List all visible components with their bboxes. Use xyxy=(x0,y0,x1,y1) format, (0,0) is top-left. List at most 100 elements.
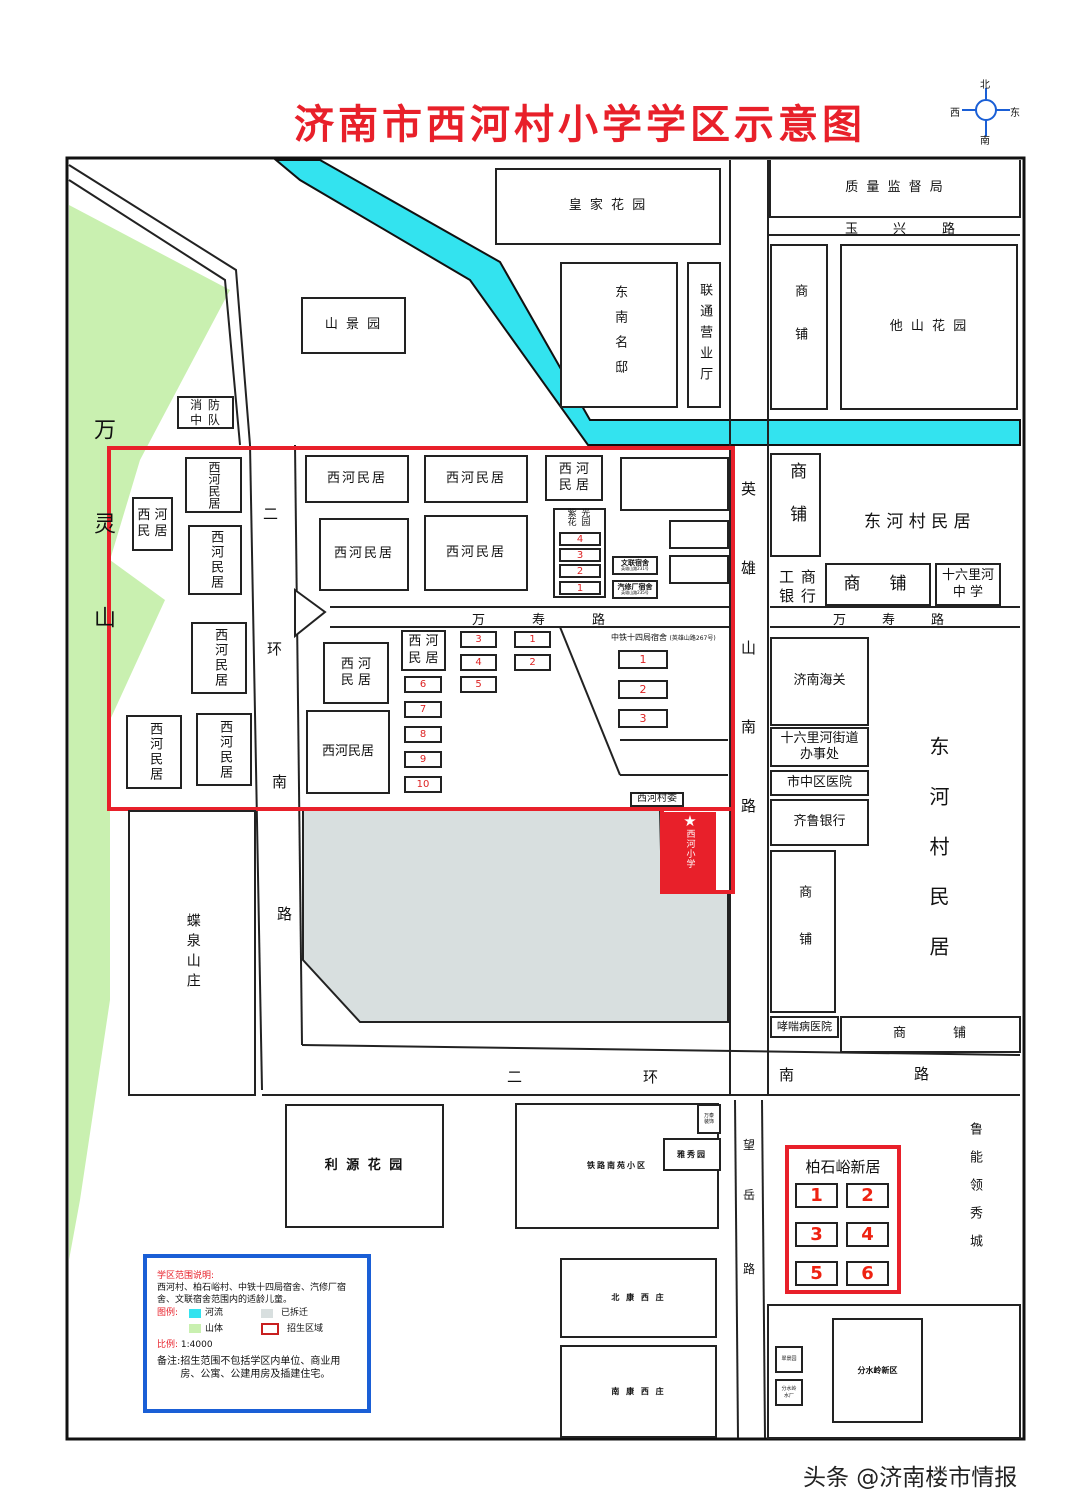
fire-brigade[interactable]: 消 防 中 队 xyxy=(177,396,234,429)
qixiu-label: 汽修厂宿舍 xyxy=(617,583,653,591)
road-wanshou-e-2: 寿 xyxy=(882,613,896,628)
road-yingxiong-2: 雄 xyxy=(741,559,757,577)
road-wangyue-2: 岳 xyxy=(743,1188,756,1202)
road-wanshou-2: 寿 xyxy=(532,613,546,628)
liyuan-garden[interactable]: 利 源 花 园 xyxy=(285,1104,444,1228)
qilu-bank[interactable]: 齐鲁银行 xyxy=(770,799,869,846)
shop-3[interactable]: 商 铺 xyxy=(825,563,931,606)
xihe-residence[interactable]: 西河民居 xyxy=(306,710,390,794)
xihe-residence[interactable]: 西河民居 xyxy=(424,515,528,591)
baishiyu-building-4[interactable]: 4 xyxy=(846,1222,889,1247)
wenlian-dorm[interactable]: 文联宿舍 英雄山路231号 xyxy=(612,556,658,575)
baishiyu-building-3[interactable]: 3 xyxy=(795,1222,838,1247)
xihe-primary-school[interactable]: ★ 西河小学 xyxy=(664,812,716,892)
wenlian-label: 文联宿舍 xyxy=(621,559,649,567)
note-label: 备注: xyxy=(157,1355,181,1367)
shanjing-garden[interactable]: 山 景 园 xyxy=(301,297,406,354)
road-yingxiong-3: 山 xyxy=(741,639,757,657)
zhongtie-building-1[interactable]: 1 xyxy=(618,650,668,669)
building-6[interactable]: 6 xyxy=(404,676,442,693)
baishiyu-building-5[interactable]: 5 xyxy=(795,1261,838,1286)
village-committee[interactable]: 西河村委 xyxy=(630,792,684,807)
xihe-residence[interactable]: 西河民居 xyxy=(126,715,182,789)
road-yingxiong-4: 南 xyxy=(741,718,757,736)
ziguang-label: 紫 光 花 园 xyxy=(567,509,592,528)
xihe-residence[interactable]: 西 河 民 居 xyxy=(545,455,603,501)
road-wangyue-1: 望 xyxy=(743,1138,756,1152)
xihe-residence[interactable]: 西河民居 xyxy=(191,622,247,694)
road-wangyue-3: 路 xyxy=(743,1262,756,1276)
zhongtie-building-2[interactable]: 2 xyxy=(618,680,668,699)
building-4[interactable]: 4 xyxy=(460,654,497,671)
road-yingxiong-1: 英 xyxy=(741,480,757,498)
xihe-residence[interactable]: 西河民居 xyxy=(424,455,528,503)
road-wanshou-1: 万 xyxy=(472,613,486,628)
diequan-villa[interactable]: 蝶泉山庄 xyxy=(128,810,256,1096)
road-erhuan-v-3: 南 xyxy=(272,773,288,791)
fenshuiling-new-district[interactable]: 分水岭新区 xyxy=(832,1318,923,1423)
ziguang-building-3[interactable]: 3 xyxy=(559,548,601,562)
fenshuiling-waterworks[interactable]: 分水岭 水厂 xyxy=(775,1379,803,1406)
baishiyu-building-1[interactable]: 1 xyxy=(795,1183,838,1208)
asthma-hospital[interactable]: 哮喘病医院 xyxy=(770,1016,839,1038)
yaxiu-garden[interactable]: 雅秀园 xyxy=(663,1138,721,1171)
huangjia-garden[interactable]: 皇 家 花 园 xyxy=(495,168,721,245)
building-5[interactable]: 5 xyxy=(460,676,497,693)
building-3[interactable]: 3 xyxy=(460,631,497,648)
building-1[interactable]: 1 xyxy=(514,631,551,648)
legend-river: 河流 xyxy=(205,1308,224,1319)
xihe-residence[interactable]: 西河民居 xyxy=(185,457,242,513)
road-wanshou-3: 路 xyxy=(592,613,606,628)
wantai-decoration[interactable]: 万泰 装饰 xyxy=(697,1104,721,1134)
qixiu-dorm[interactable]: 汽修厂宿舍 英雄山路235号 xyxy=(612,580,658,599)
shop-2[interactable]: 商铺 xyxy=(770,453,821,557)
jinan-customs[interactable]: 济南海关 xyxy=(770,637,869,726)
baishiyu-building-6[interactable]: 6 xyxy=(846,1261,889,1286)
shizhong-hospital[interactable]: 市中区医院 xyxy=(770,770,869,796)
river xyxy=(273,159,1021,446)
enrollment-zone xyxy=(107,446,735,811)
baishiyu-building-2[interactable]: 2 xyxy=(846,1183,889,1208)
legend-label: 图例: xyxy=(157,1308,179,1319)
road-wanshou-e-3: 路 xyxy=(931,613,945,628)
wenlian-address: 英雄山路231号 xyxy=(621,566,649,571)
tashan-garden[interactable]: 他 山 花 园 xyxy=(840,244,1018,410)
xihe-residence[interactable]: 西河民居 xyxy=(305,455,409,503)
quality-bureau[interactable]: 质 量 监 督 局 xyxy=(769,160,1021,218)
road-yuxing-1: 玉 xyxy=(845,222,859,237)
legend-zone: 招生区域 xyxy=(287,1323,324,1334)
shop-4[interactable]: 商铺 xyxy=(770,850,836,1013)
dongnan-mansion[interactable]: 东南名邸 xyxy=(560,262,678,408)
xihe-residence[interactable]: 西河民居 xyxy=(196,713,252,786)
building-7[interactable]: 7 xyxy=(404,701,442,718)
note-text: 招生范围不包括学区内单位、商业用房、公寓、公建用房及插建住宅。 xyxy=(180,1355,341,1381)
donghe-label: 东 河 村 民 居 xyxy=(864,512,971,532)
cuijing-garden[interactable]: 翠景园 xyxy=(775,1346,803,1373)
qixiu-address: 英雄山路235号 xyxy=(621,590,649,595)
xihe-residence[interactable]: 西河民居 xyxy=(188,525,242,595)
zhongtie-building-3[interactable]: 3 xyxy=(618,709,668,728)
ziguang-building-4[interactable]: 4 xyxy=(559,532,601,546)
beikang-xizhuang[interactable]: 北 康 西 庄 xyxy=(560,1258,717,1338)
xihe-residence[interactable]: 西河民居 xyxy=(319,518,409,591)
building-9[interactable]: 9 xyxy=(404,751,442,768)
shiliulihe-middle-school[interactable]: 十六里河 中 学 xyxy=(935,563,1001,606)
building-10[interactable]: 10 xyxy=(404,776,442,793)
xihe-residence[interactable]: 西 河 民 居 xyxy=(323,642,389,704)
xihe-residence[interactable]: 西 河 民 居 xyxy=(132,497,173,551)
ziguang-building-2[interactable]: 2 xyxy=(559,564,601,578)
building-2[interactable]: 2 xyxy=(514,654,551,671)
legend-heading: 学区范围说明: xyxy=(157,1271,215,1281)
street-office[interactable]: 十六里河街道 办事处 xyxy=(770,727,869,767)
shop-5[interactable]: 商 铺 xyxy=(840,1016,1021,1053)
mountain-label: 万灵山 xyxy=(90,418,115,700)
unicom-hall[interactable]: 联通营业厅 xyxy=(687,262,721,408)
ziguang-building-1[interactable]: 1 xyxy=(559,581,601,595)
icbc-bank[interactable]: 工 商 银 行 xyxy=(779,567,817,605)
building-8[interactable]: 8 xyxy=(404,726,442,743)
donghe-village-label: 东河村民居 xyxy=(926,736,950,986)
xihe-residence[interactable]: 西 河 民 居 xyxy=(401,630,446,671)
road-erhuan-h-1: 二 xyxy=(507,1068,523,1086)
shop-1[interactable]: 商铺 xyxy=(770,244,828,410)
nankang-xizhuang[interactable]: 南 康 西 庄 xyxy=(560,1345,717,1438)
